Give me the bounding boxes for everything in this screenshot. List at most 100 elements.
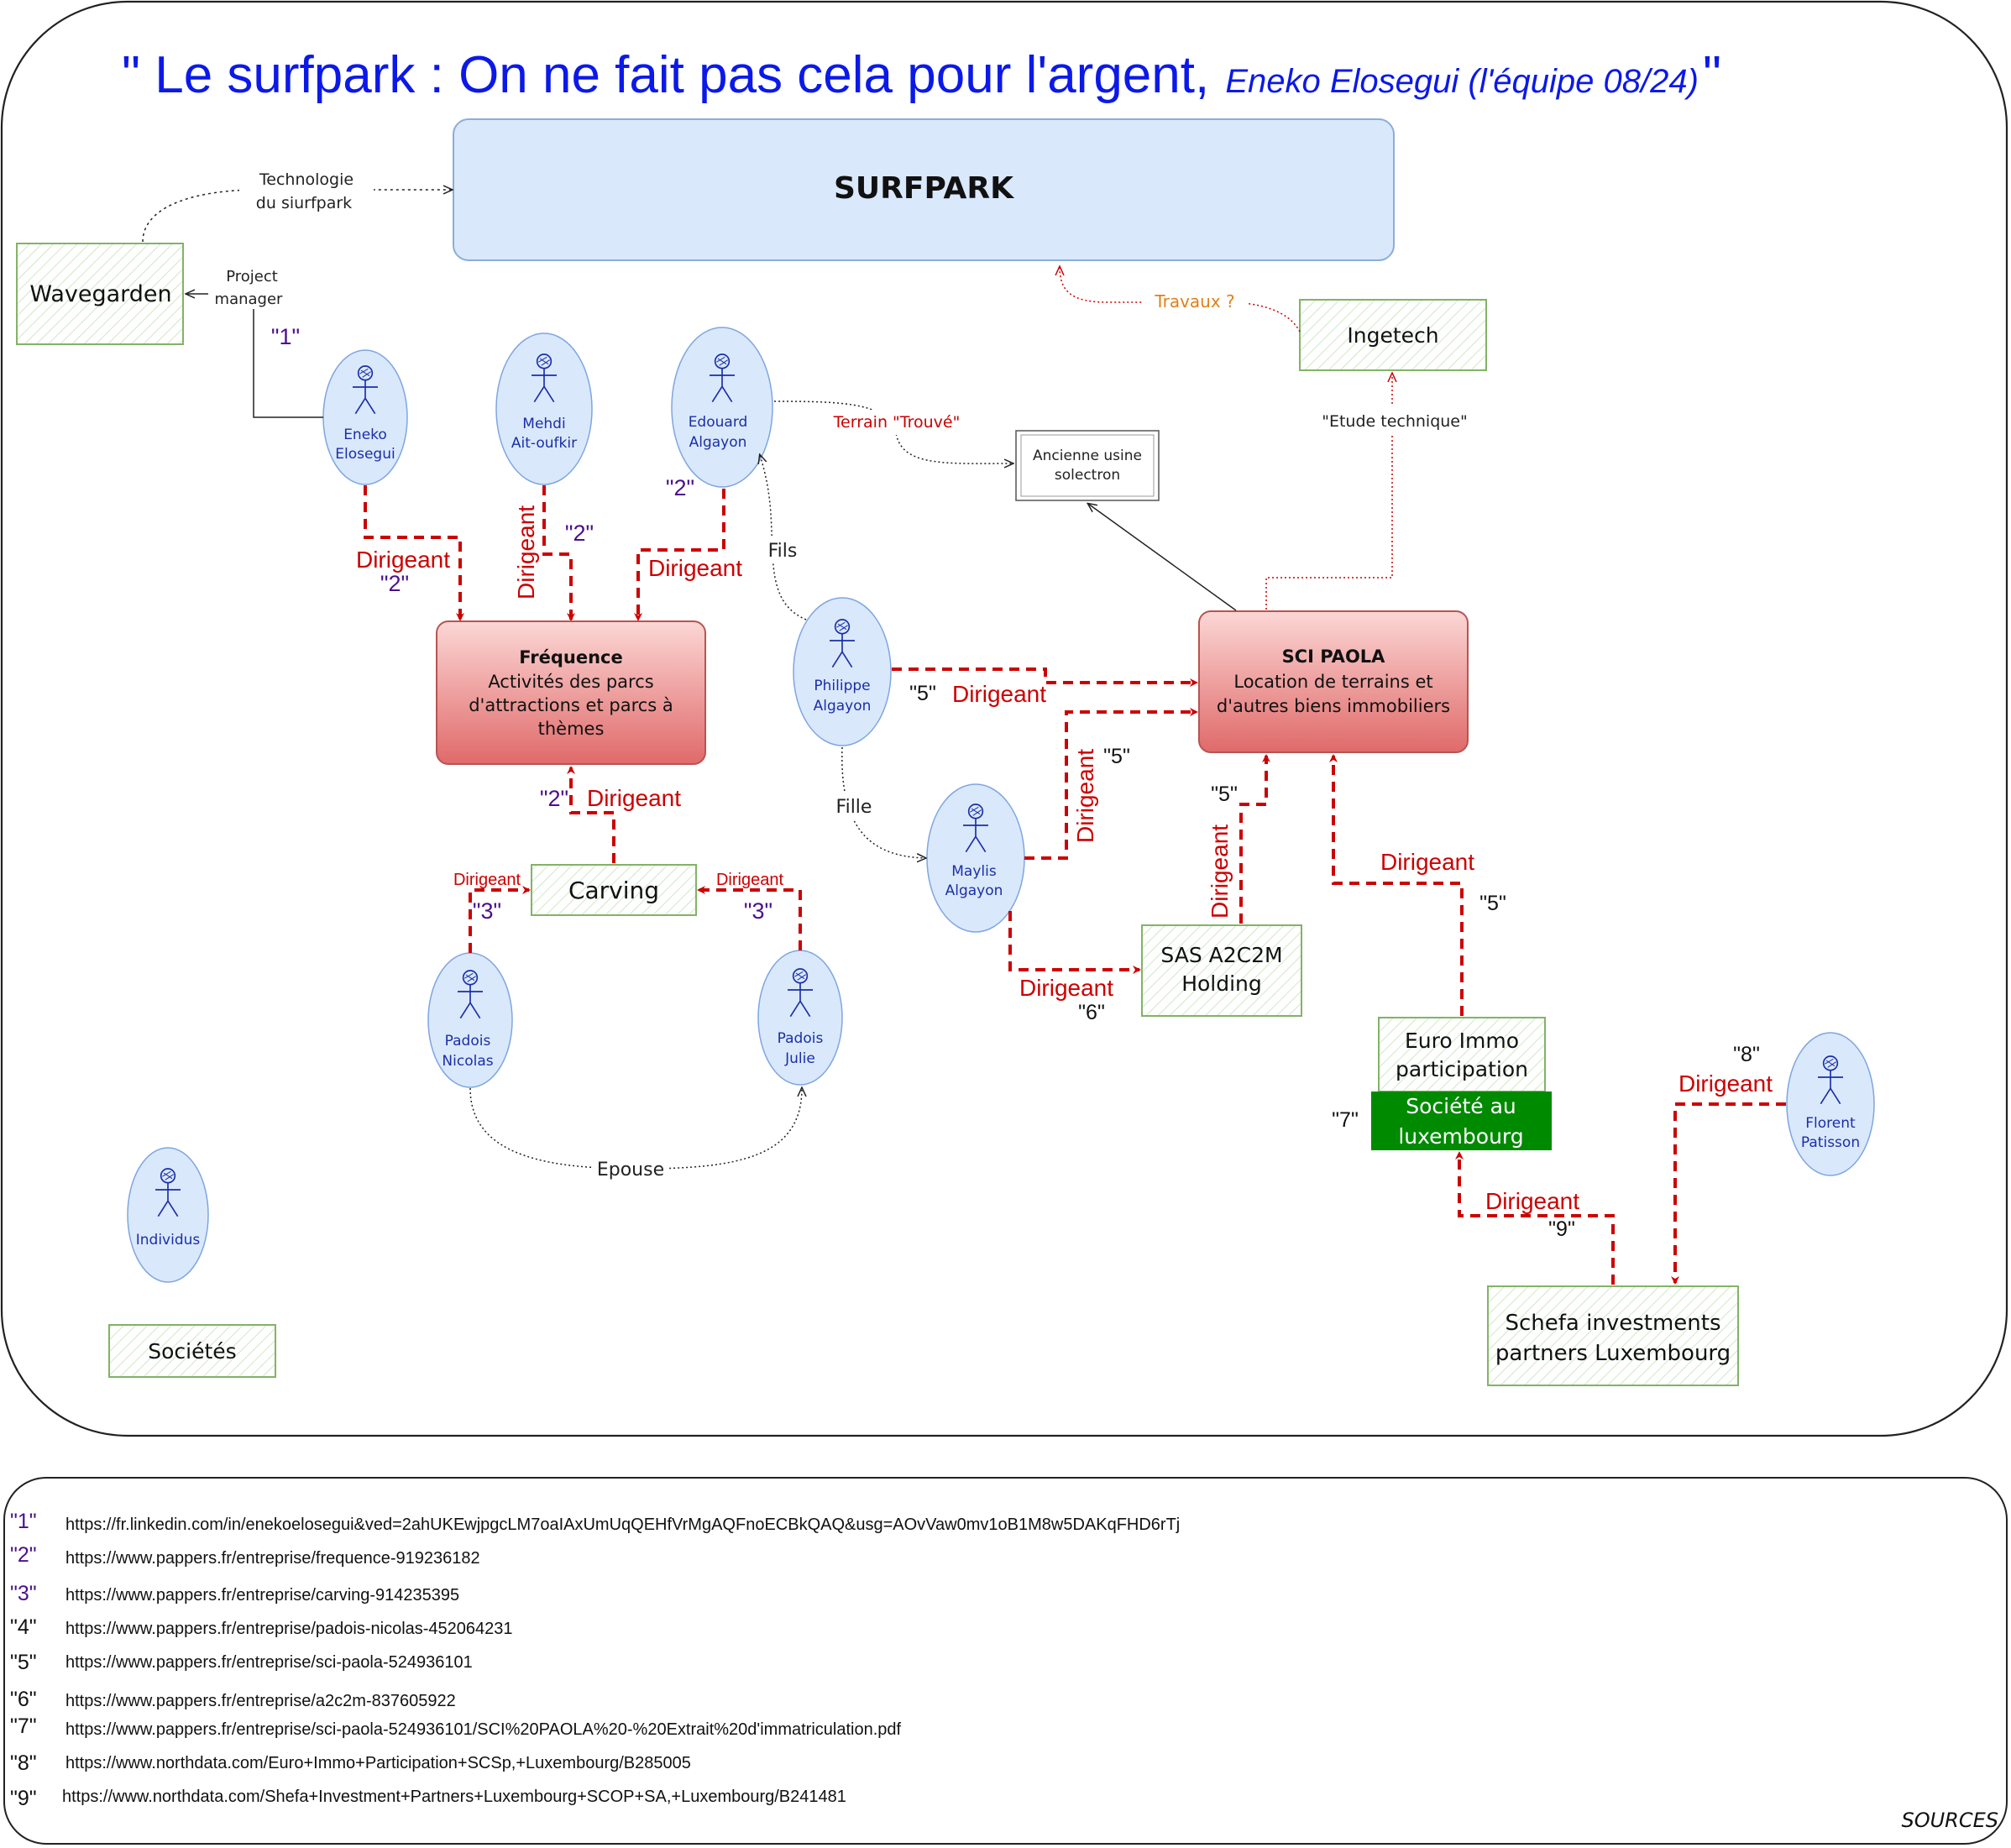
person-padois-nicolas[interactable]: Padois Nicolas: [427, 952, 513, 1088]
label-dirigeant-sas: Dirigeant: [1207, 825, 1233, 919]
edge-technologie: Technologie du siurfpark: [142, 166, 452, 243]
source-7-num: "7": [10, 1715, 37, 1738]
luxembourg-badge: Société au luxembourg: [1371, 1092, 1552, 1150]
svg-text:https://www.pappers.fr/entrepr: https://www.pappers.fr/entreprise/carvin…: [65, 1586, 459, 1605]
svg-text:Individus: Individus: [136, 1232, 201, 1249]
usine-node[interactable]: Ancienne usine solectron: [1015, 430, 1160, 501]
source-8-link[interactable]: https://www.northdata.com/Euro+Immo+Part…: [65, 1754, 691, 1772]
edge-sas-scipaola: [1239, 754, 1270, 924]
person-maylis[interactable]: Maylis Algayon: [926, 783, 1025, 933]
svg-text:https://www.pappers.fr/entrepr: https://www.pappers.fr/entreprise/sci-pa…: [65, 1720, 902, 1739]
ref-6: "6": [1078, 1001, 1105, 1024]
svg-text:Edouard: Edouard: [689, 414, 748, 431]
svg-text:Julie: Julie: [784, 1050, 815, 1067]
label-dirigeant-mehdi: Dirigeant: [513, 505, 539, 599]
wavegarden-node[interactable]: Wavegarden: [16, 243, 184, 345]
scipaola-node[interactable]: SCI PAOLA Location de terrains et d'autr…: [1198, 610, 1469, 753]
svg-text:participation: participation: [1396, 1057, 1528, 1081]
svg-text:Société au: Société au: [1406, 1094, 1516, 1118]
schefa-node[interactable]: Schefa investments partners Luxembourg: [1487, 1285, 1739, 1386]
svg-text:d'autres biens immobiliers: d'autres biens immobiliers: [1217, 696, 1450, 716]
source-2-num: "2": [10, 1543, 37, 1567]
svg-text:Euro Immo: Euro Immo: [1405, 1029, 1519, 1053]
svg-text:Technologie: Technologie: [259, 170, 353, 189]
label-dirigeant-maylis: Dirigeant: [1072, 749, 1098, 843]
label-dirigeant-philippe: Dirigeant: [952, 681, 1046, 707]
person-philippe[interactable]: Philippe Algayon: [793, 597, 892, 746]
ref-2-edouard: "2": [666, 475, 694, 500]
source-1-num: "1": [10, 1510, 37, 1533]
edge-epouse: Epouse: [469, 1088, 802, 1182]
svg-text:Epouse: Epouse: [597, 1160, 664, 1181]
edge-florent-schefa: [1671, 1102, 1786, 1285]
svg-text:https://www.pappers.fr/entrepr: https://www.pappers.fr/entreprise/a2c2m-…: [65, 1692, 456, 1710]
ref-9: "9": [1548, 1217, 1575, 1241]
source-6-link[interactable]: https://www.pappers.fr/entreprise/a2c2m-…: [65, 1692, 456, 1710]
label-dirigeant-carving: Dirigeant: [587, 785, 681, 811]
label-dirigeant-florent: Dirigeant: [1678, 1071, 1773, 1097]
edge-nicolas-carving: [469, 886, 531, 953]
sas-node[interactable]: SAS A2C2M Holding: [1141, 924, 1302, 1017]
ref-5-sas: "5": [1211, 783, 1238, 806]
ref-7: "7": [1332, 1108, 1359, 1132]
svg-text:Algayon: Algayon: [945, 882, 1003, 899]
svg-text:Fils: Fils: [768, 541, 798, 562]
source-7-link[interactable]: https://www.pappers.fr/entreprise/sci-pa…: [65, 1720, 902, 1739]
person-padois-julie[interactable]: Padois Julie: [757, 950, 843, 1086]
euroimmo-node[interactable]: Euro Immo participation: [1378, 1017, 1546, 1092]
label-dirigeant-euroimmo: Dirigeant: [1380, 849, 1474, 875]
svg-text:Patisson: Patisson: [1801, 1134, 1860, 1151]
ref-3-julie: "3": [744, 898, 772, 924]
svg-text:Terrain "Trouvé": Terrain "Trouvé": [833, 413, 961, 432]
person-edouard[interactable]: Edouard Algayon: [671, 327, 773, 488]
ingetech-node[interactable]: Ingetech: [1299, 299, 1487, 371]
svg-text:Mehdi: Mehdi: [522, 416, 565, 432]
source-1-link[interactable]: https://fr.linkedin.com/in/enekoelosegui…: [65, 1516, 1180, 1534]
source-3-link[interactable]: https://www.pappers.fr/entreprise/carvin…: [65, 1586, 459, 1605]
person-florent[interactable]: Florent Patisson: [1786, 1032, 1875, 1176]
svg-text:Padois: Padois: [778, 1030, 824, 1047]
svg-text:Nicolas: Nicolas: [442, 1053, 493, 1070]
source-4-link[interactable]: https://www.pappers.fr/entreprise/padois…: [65, 1620, 513, 1638]
frequence-node[interactable]: Fréquence Activités des parcs d'attracti…: [436, 620, 706, 765]
source-9-link[interactable]: https://www.northdata.com/Shefa+Investme…: [62, 1788, 846, 1806]
ref-5-philippe: "5": [909, 682, 936, 705]
svg-text:Carving: Carving: [568, 877, 659, 904]
carving-node[interactable]: Carving: [531, 864, 697, 916]
person-mehdi[interactable]: Mehdi Ait-oufkir: [495, 332, 593, 485]
svg-text:Ancienne usine: Ancienne usine: [1033, 448, 1142, 464]
sources-frame: [3, 1477, 2008, 1845]
edge-edouard-frequence: [634, 489, 725, 621]
edge-terrain: Terrain "Trouvé": [773, 400, 1013, 463]
svg-text:"Etude technique": "Etude technique": [1322, 412, 1468, 431]
svg-text:Ait-oufkir: Ait-oufkir: [511, 435, 577, 452]
svg-text:Ingetech: Ingetech: [1347, 323, 1438, 348]
source-5-link[interactable]: https://www.pappers.fr/entreprise/sci-pa…: [65, 1653, 473, 1672]
svg-text:Padois: Padois: [445, 1033, 491, 1050]
svg-text:SURFPARK: SURFPARK: [834, 171, 1014, 206]
svg-text:Wavegarden: Wavegarden: [29, 281, 171, 307]
svg-text:du siurfpark: du siurfpark: [256, 194, 352, 212]
svg-text:Holding: Holding: [1181, 971, 1262, 996]
svg-text:manager: manager: [215, 291, 284, 308]
source-9-num: "9": [10, 1787, 37, 1810]
source-2-link[interactable]: https://www.pappers.fr/entreprise/freque…: [65, 1549, 480, 1568]
surfpark-node[interactable]: SURFPARK: [453, 118, 1395, 261]
ref-5-euroimmo: "5": [1479, 892, 1506, 915]
svg-text:https://www.northdata.com/Shef: https://www.northdata.com/Shefa+Investme…: [62, 1788, 846, 1806]
svg-text:https://www.pappers.fr/entrepr: https://www.pappers.fr/entreprise/padois…: [65, 1620, 513, 1638]
label-dirigeant-nicolas: Dirigeant: [453, 871, 521, 889]
svg-text:Project: Project: [226, 268, 278, 285]
svg-text:Algayon: Algayon: [689, 434, 747, 451]
edge-schefa-euroimmo: [1455, 1151, 1615, 1285]
edge-maylis-scipaola: [1024, 708, 1198, 860]
svg-text:thèmes: thèmes: [538, 719, 605, 739]
edge-philippe-scipaola: [892, 667, 1198, 687]
svg-text:Florent: Florent: [1805, 1115, 1856, 1132]
person-eneko[interactable]: Eneko Elosegui: [322, 349, 408, 485]
edge-euroimmo-scipaola: [1329, 754, 1464, 1016]
edge-travaux: Travaux ?: [1060, 267, 1301, 332]
svg-text:SCI PAOLA: SCI PAOLA: [1282, 647, 1386, 667]
source-5-num: "5": [10, 1651, 37, 1674]
